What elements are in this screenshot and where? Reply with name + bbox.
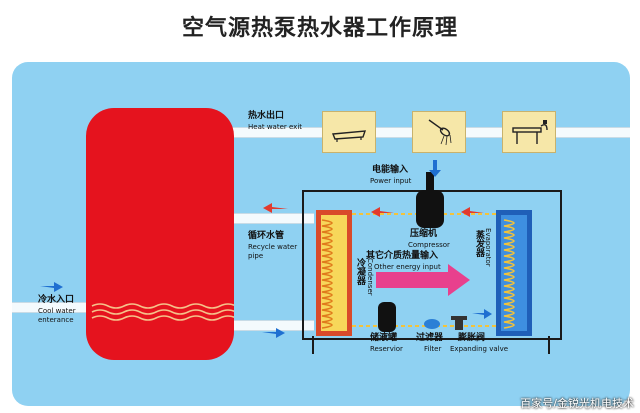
- expanding-valve-en: Expanding valve: [450, 345, 509, 353]
- reservoir-label: 储液罐: [370, 333, 398, 343]
- condenser-coil: [316, 210, 352, 336]
- cold-water-waves: [91, 303, 234, 321]
- condenser-en: Condenser: [366, 258, 374, 296]
- sink-device: [502, 111, 556, 153]
- hot-water-exit-en: Heat water exit: [248, 123, 303, 131]
- cool-water-entrance-en2: enterance: [38, 316, 74, 324]
- power-input-label: 电能输入: [372, 165, 409, 175]
- watermark: 百家号/金锐光机电技术: [520, 397, 634, 410]
- unit-leg-right: [548, 336, 550, 354]
- bathtub-icon: [332, 130, 367, 142]
- recycle-pipe-label: 循环水管: [248, 231, 285, 241]
- cool-water-entrance-label: 冷水入口: [38, 295, 75, 305]
- water-tank: [86, 108, 234, 360]
- power-input-en: Power input: [370, 177, 412, 185]
- cool-water-entrance-en1: Cool water: [38, 307, 76, 315]
- expanding-valve-label: 膨胀阀: [458, 333, 486, 343]
- other-energy-en: Other energy input: [374, 263, 441, 271]
- diagram-title: 空气源热泵热水器工作原理: [181, 15, 458, 41]
- evaporator-coil: [496, 210, 532, 336]
- unit-leg-left: [312, 336, 314, 354]
- recycle-pipe-top: [232, 213, 314, 224]
- recycle-pipe-en1: Recycle water: [248, 243, 298, 251]
- reservoir-en: Reservior: [370, 345, 403, 353]
- compressor-en: Compressor: [408, 241, 450, 249]
- compressor-label: 压缩机: [410, 229, 438, 239]
- hot-water-exit-label: 热水出口: [248, 111, 285, 121]
- evaporator-label: 蒸发器: [474, 230, 484, 257]
- bathtub-device: [322, 111, 376, 153]
- recycle-pipe-en2: pipe: [248, 252, 264, 260]
- sink-icon: [512, 120, 548, 144]
- condenser-label: 冷凝器: [355, 258, 365, 285]
- shower-device: [412, 111, 466, 153]
- evaporator-en: Evaporator: [484, 228, 492, 267]
- shower-icon: [428, 119, 452, 146]
- cool-water-pipe: [12, 302, 88, 313]
- other-energy-label: 其它介质热量输入: [366, 251, 439, 261]
- filter-label: 过滤器: [416, 333, 444, 343]
- filter-en: Filter: [424, 345, 442, 353]
